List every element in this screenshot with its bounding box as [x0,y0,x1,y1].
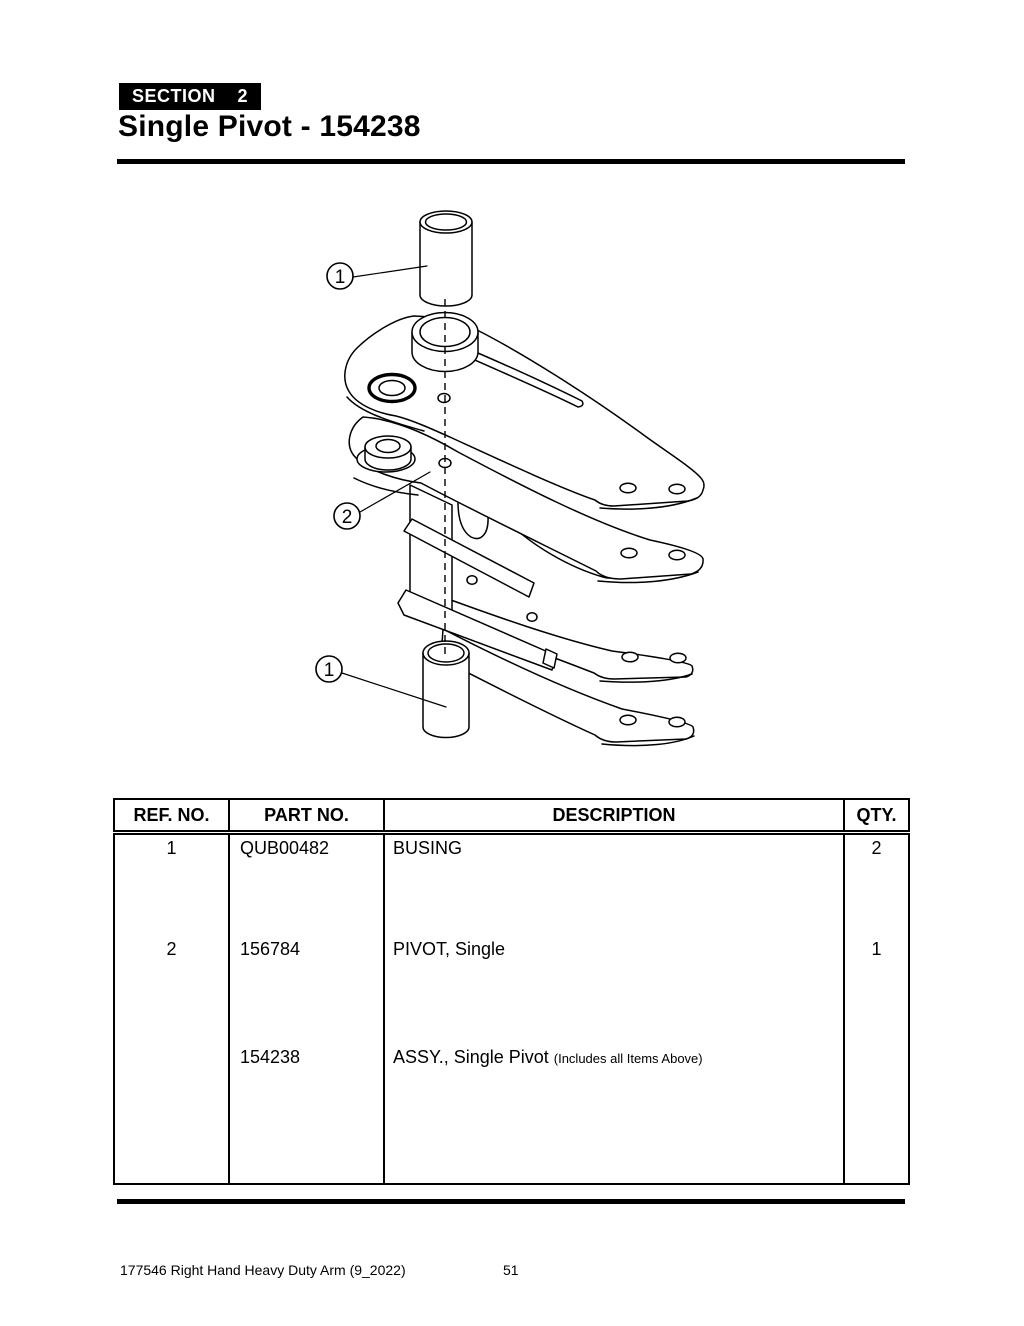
section-number: 2 [237,86,249,106]
table-row: 2 156784 PIVOT, Single 1 [113,936,910,1031]
weld-slot [458,346,584,408]
stiffener-rib-1 [403,518,535,598]
cell-part: 156784 [228,936,385,1031]
cell-qty [843,1031,910,1181]
cell-desc: ASSY., Single Pivot (Includes all Items … [383,1031,845,1181]
lower-bushing [422,640,470,739]
cell-part: 154238 [228,1031,385,1181]
assy-desc-note: (Includes all Items Above) [553,1051,703,1066]
header-part-no: PART NO. [228,798,385,835]
cell-desc: PIVOT, Single [383,936,845,1031]
lower-boss-bore [375,438,401,454]
header-qty: QTY. [843,798,910,835]
callout-1-top: 1 [326,262,428,290]
header-description: DESCRIPTION [383,798,845,835]
callout-1-top-label: 1 [335,267,346,288]
page-title: Single Pivot - 154238 [118,110,421,143]
upper-bushing [419,210,473,307]
cell-part: QUB00482 [228,832,385,937]
callout-2-label: 2 [342,507,353,528]
arm-plate-4 [440,628,695,747]
footer-document-title: 177546 Right Hand Heavy Duty Arm (9_2022… [120,1262,406,1278]
table-filler-row [113,1180,910,1185]
cell-ref: 2 [113,936,230,1031]
parts-table: REF. NO. PART NO. DESCRIPTION QTY. 1 QUB… [113,798,910,1185]
title-rule [117,159,905,164]
section-label: SECTION [132,86,216,106]
table-row: 154238 ASSY., Single Pivot (Includes all… [113,1031,910,1181]
assy-desc: ASSY., Single Pivot [393,1047,554,1067]
arm-plate-3 [437,595,694,683]
table-row: 1 QUB00482 BUSING 2 [113,832,910,937]
section-tag: SECTION 2 [119,83,262,110]
callout-1-bottom-label: 1 [324,660,335,681]
cell-desc: BUSING [383,832,845,937]
arm-plate-2 [348,416,704,584]
exploded-diagram: 1 2 1 [315,210,705,747]
cell-qty: 2 [843,832,910,937]
footer-page-number: 51 [503,1262,519,1278]
arm-plate-1 [344,315,705,510]
footer-rule [117,1199,905,1204]
header-ref-no: REF. NO. [113,798,230,835]
callout-2: 2 [333,471,431,530]
cell-ref: 1 [113,832,230,937]
callout-1-bottom: 1 [315,655,447,708]
cell-ref [113,1031,230,1181]
table-header-row: REF. NO. PART NO. DESCRIPTION QTY. [113,798,910,835]
cell-qty: 1 [843,936,910,1031]
